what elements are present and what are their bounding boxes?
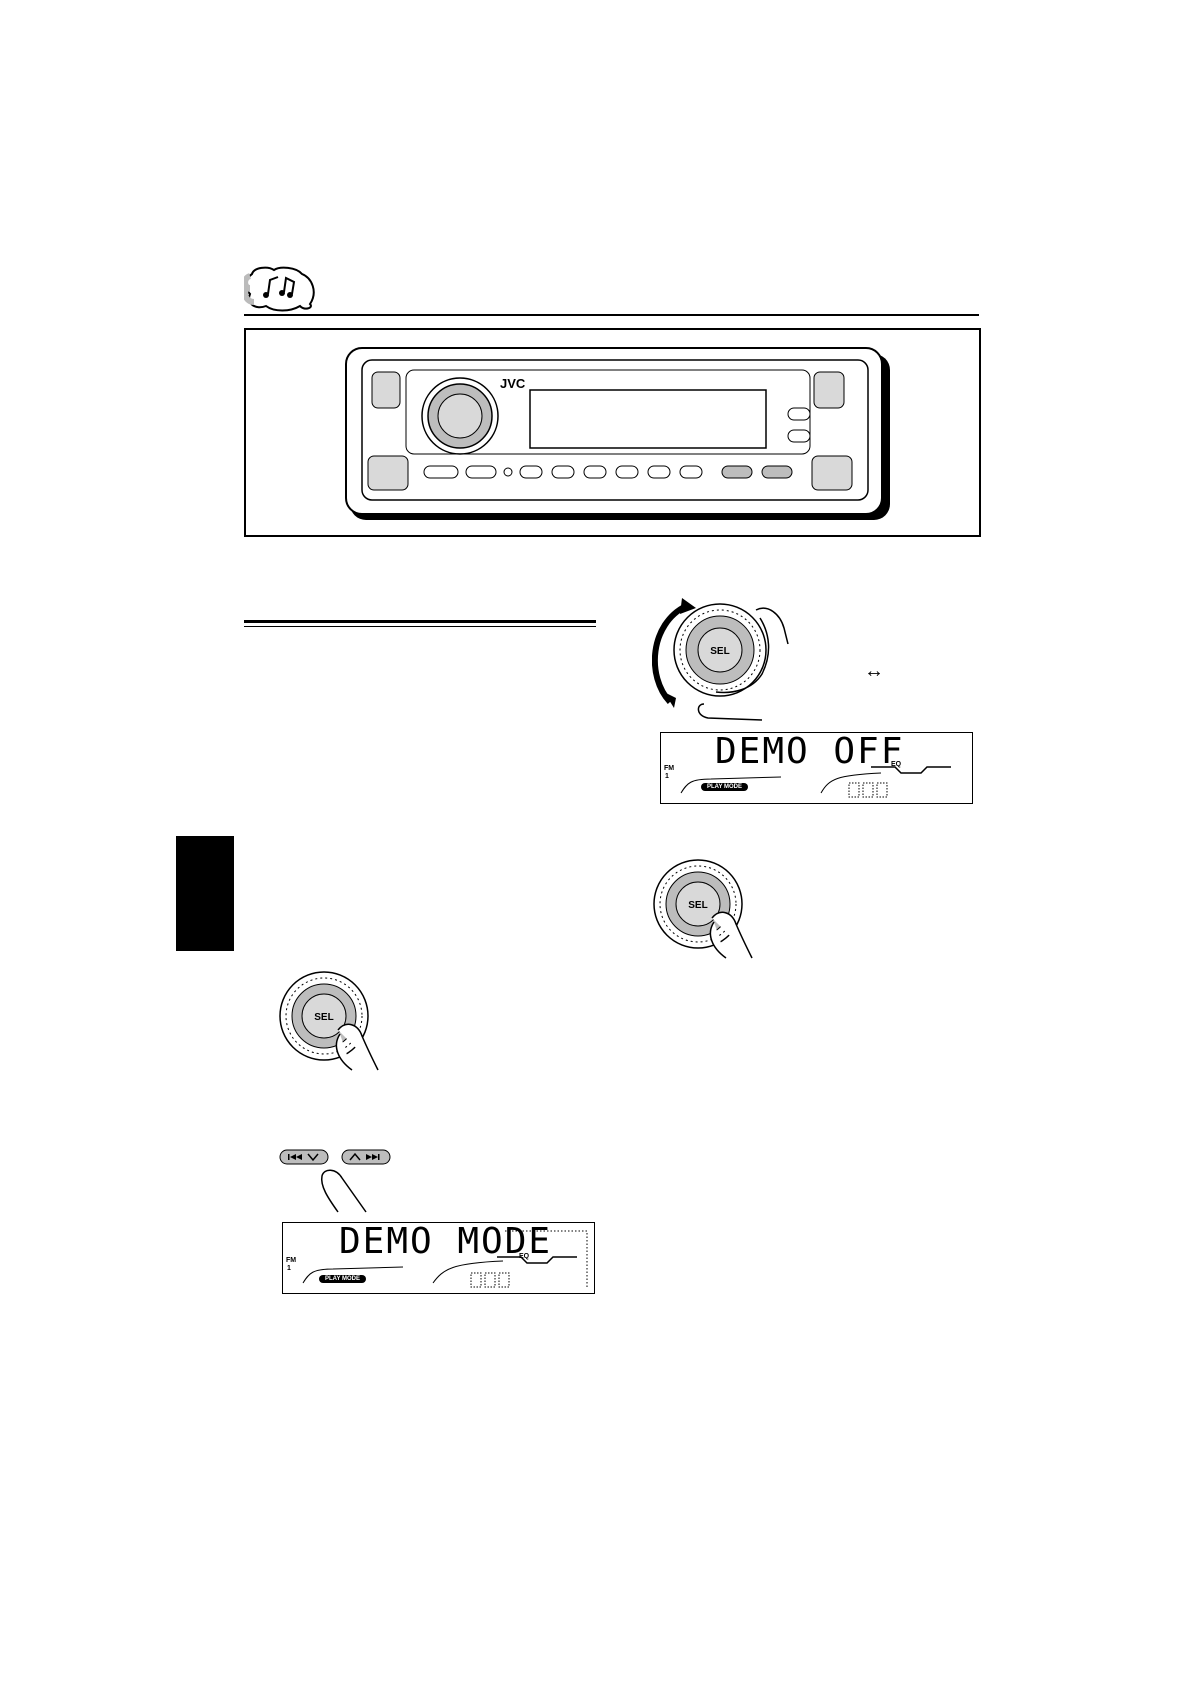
car-stereo-faceplate: JVC	[345, 347, 890, 520]
lcd-eq: EQ	[519, 1253, 530, 1260]
lcd-play-mode: PLAY MODE	[319, 1275, 367, 1283]
language-tab	[176, 836, 234, 951]
device-illustration-frame	[244, 328, 981, 537]
sel-knob-press-illustration-left: SEL	[279, 971, 379, 1071]
previous-down-icon	[288, 1153, 319, 1162]
sel-label-right: SEL	[688, 900, 707, 911]
lcd-main-text: DEMO OFF	[715, 731, 905, 772]
lcd-band: FM	[664, 765, 675, 772]
header-rule	[244, 314, 979, 316]
sel-knob-press-illustration-right: SEL	[653, 859, 753, 959]
lcd-segment-graphics	[680, 766, 951, 798]
lcd-main-text: DEMO MODE	[339, 1221, 553, 1262]
skip-buttons-illustration	[279, 1149, 391, 1213]
lcd-band-number: 1	[287, 1265, 291, 1272]
lcd-band: FM	[286, 1257, 297, 1264]
lcd-band-number: 1	[665, 773, 669, 780]
lcd-display-demo-mode: DEMO MODE FM 1 PLAY MODE EQ	[282, 1221, 595, 1294]
lcd-eq: EQ	[891, 761, 902, 768]
lcd-segment-graphics	[302, 1230, 588, 1289]
music-note-cloud-icon	[244, 266, 315, 312]
section-heading-rule-thin	[244, 626, 596, 627]
sel-label: SEL	[710, 646, 729, 657]
brand-logo: JVC	[500, 376, 526, 391]
sel-knob-rotate-illustration: SEL	[652, 598, 789, 721]
toggle-arrow-glyph: ↔	[864, 660, 884, 682]
section-heading-rule	[244, 620, 596, 623]
up-next-icon	[349, 1152, 380, 1161]
lcd-play-mode: PLAY MODE	[701, 783, 749, 791]
lcd-display-demo-off: DEMO OFF FM 1 PLAY MODE EQ	[660, 731, 973, 804]
sel-label-left: SEL	[314, 1012, 333, 1023]
